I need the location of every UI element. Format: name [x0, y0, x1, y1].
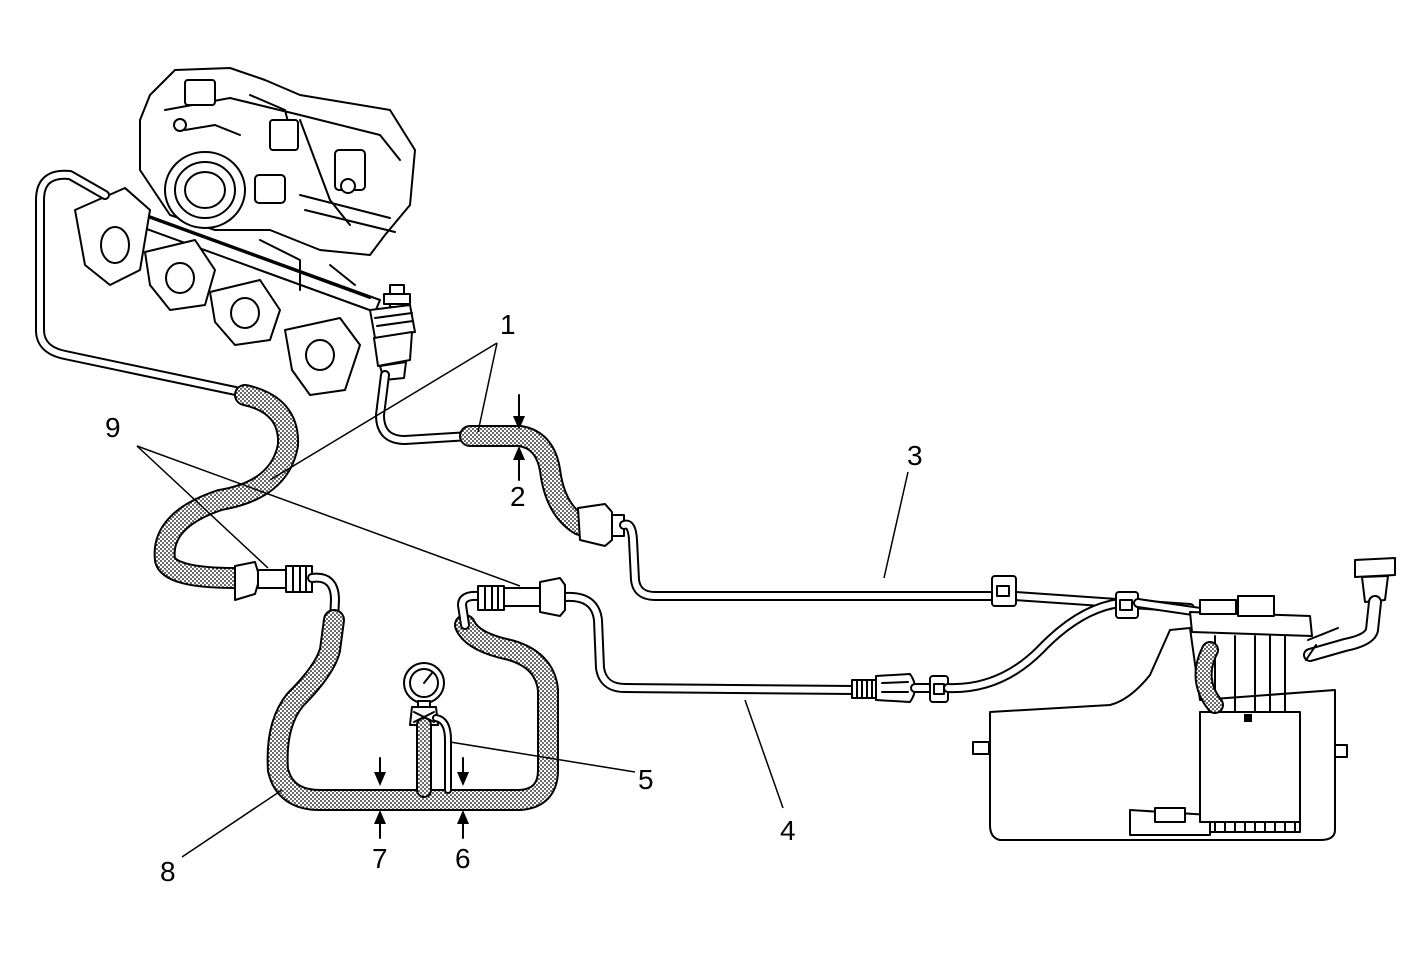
- fuel-filler-neck: [1303, 557, 1396, 662]
- fuel-line-4: [560, 591, 1205, 703]
- fuel-pressure-gauge: [403, 662, 452, 798]
- fitting-tee-left: [234, 561, 340, 625]
- callout-2: 2: [510, 481, 526, 512]
- fuel-line-3: [619, 519, 1195, 613]
- clamp-arrow-2-top: [513, 394, 525, 430]
- callout-4: 4: [780, 815, 796, 846]
- test-hose-bottom-loop: [266, 609, 559, 811]
- callout-1: 1: [500, 309, 516, 340]
- callout-9: 9: [105, 412, 121, 443]
- callout-6: 6: [455, 843, 471, 874]
- shutoff-hose-upper: [459, 425, 591, 536]
- fuel-pressure-regulator: [369, 284, 416, 381]
- fitting-tee-right: [457, 577, 566, 630]
- clamp-arrow-6-bottom: [457, 810, 469, 839]
- engine-intake-manifold: [74, 67, 416, 396]
- callout-8: 8: [160, 856, 176, 887]
- clamp-arrow-2-bottom: [513, 446, 525, 481]
- flex-hose-left-loop: [153, 384, 300, 589]
- clamp-arrow-6-top: [457, 757, 469, 786]
- fuel-pump-module: [1189, 595, 1313, 833]
- callout-7: 7: [372, 843, 388, 874]
- regulator-feed-line: [375, 370, 475, 445]
- clamp-arrow-7-top: [374, 757, 386, 786]
- leader-lines: [136, 342, 909, 858]
- callout-5: 5: [638, 764, 654, 795]
- callout-3: 3: [907, 440, 923, 471]
- engine-return-loop-line: [35, 169, 250, 398]
- quick-connect-upper: [577, 503, 625, 547]
- clamp-arrow-7-bottom: [374, 810, 386, 839]
